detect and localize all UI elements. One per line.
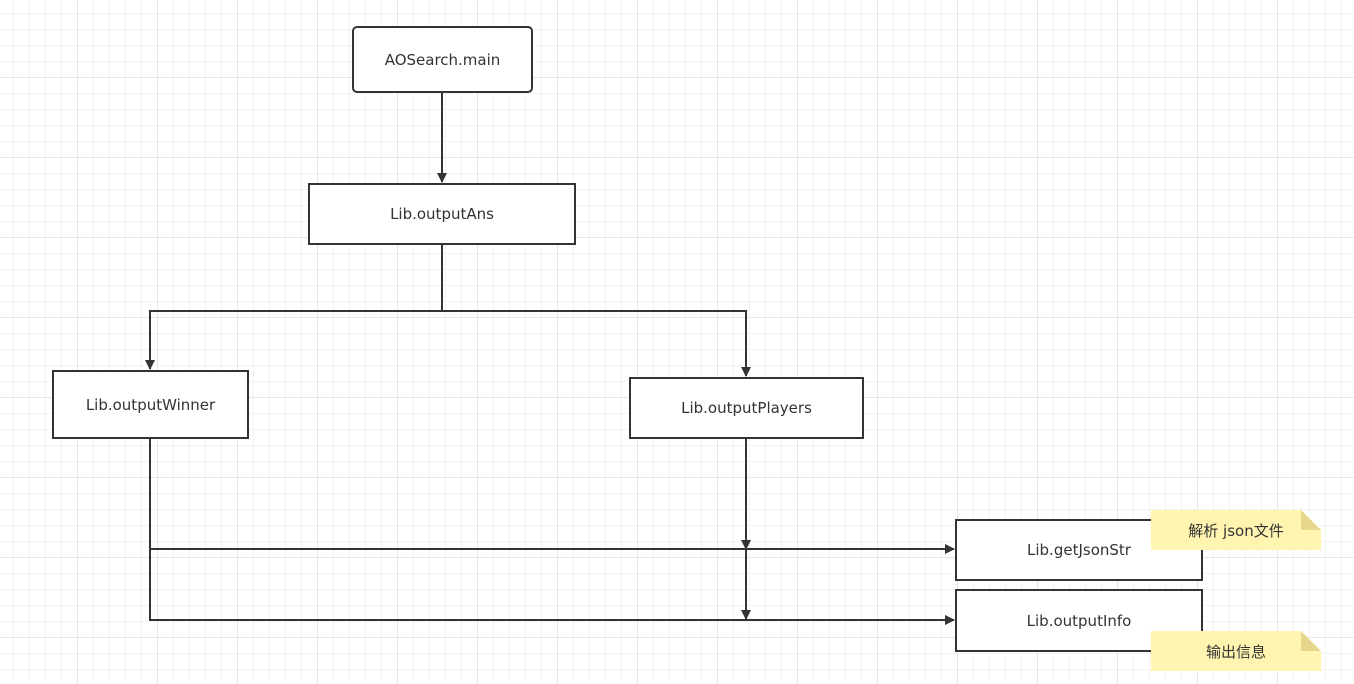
edge-outputwinner-to-outputinfo[interactable]	[149, 439, 955, 625]
edge-outputans-to-outputplayers[interactable]	[442, 310, 751, 377]
note-parse-json-label: 解析 json文件	[1188, 521, 1284, 540]
node-lib-getjsonstr-label: Lib.getJsonStr	[1027, 541, 1131, 559]
node-lib-getjsonstr[interactable]: Lib.getJsonStr	[955, 519, 1203, 581]
note-output-info-label: 输出信息	[1205, 642, 1266, 661]
node-aosearch-main-label: AOSearch.main	[384, 50, 501, 69]
node-lib-outputplayers-label: Lib.outputPlayers	[681, 399, 812, 417]
node-lib-outputans-label: Lib.outputAns	[390, 205, 494, 223]
node-lib-outputinfo-label: Lib.outputInfo	[1026, 611, 1132, 630]
edge-outputans-to-outputwinner[interactable]	[145, 310, 442, 370]
node-lib-outputans[interactable]: Lib.outputAns	[308, 183, 576, 245]
node-aosearch-main[interactable]: AOSearch.main	[352, 26, 533, 93]
note-parse-json[interactable]: 解析 json文件	[1151, 510, 1321, 550]
note-output-info[interactable]: 输出信息	[1151, 631, 1321, 671]
node-lib-outputwinner-label: Lib.outputWinner	[85, 395, 216, 414]
node-lib-outputplayers[interactable]: Lib.outputPlayers	[629, 377, 864, 439]
node-lib-outputwinner[interactable]: Lib.outputWinner	[52, 370, 249, 439]
